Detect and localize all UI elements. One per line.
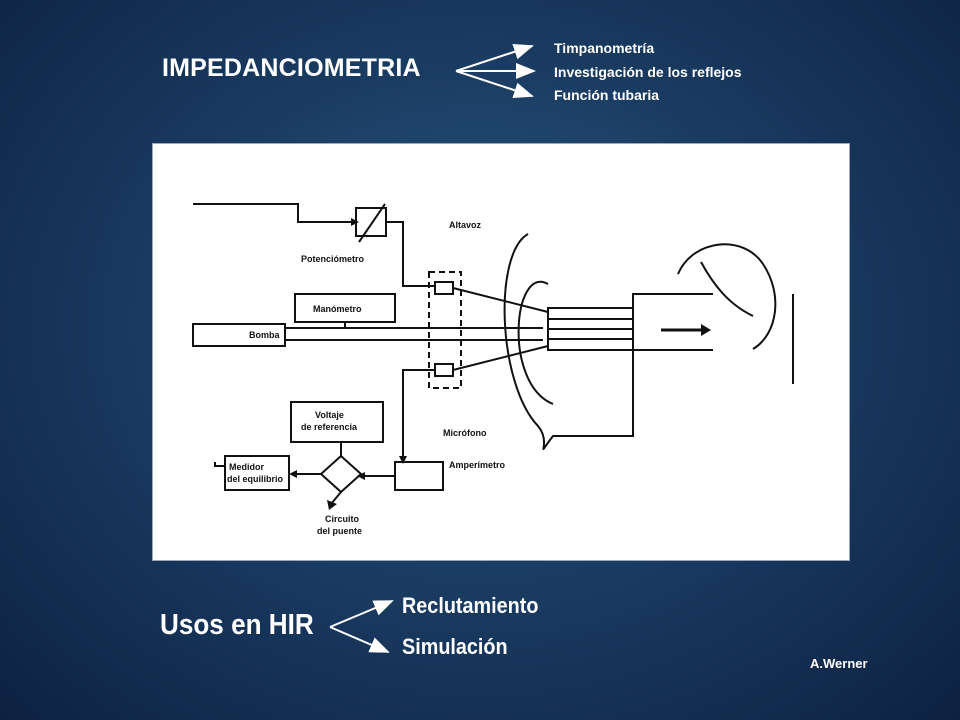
arrow-top-1 xyxy=(455,44,534,72)
wire-top xyxy=(193,203,351,223)
label-potenciometro: Potenciómetro xyxy=(301,254,365,264)
label-amperimetro: Amperímetro xyxy=(449,460,506,470)
label-medidor-line1: Medidor xyxy=(229,462,264,472)
ear-outline xyxy=(503,233,634,450)
voltaje-box xyxy=(290,401,384,443)
bomba-box xyxy=(192,323,286,347)
arrow-uses-1 xyxy=(329,600,394,628)
label-medidor-line2: del equilibrio xyxy=(227,474,284,484)
medidor-box xyxy=(224,455,290,491)
author-credit: A.Werner xyxy=(810,656,868,671)
label-altavoz: Altavoz xyxy=(449,220,482,230)
probe-box xyxy=(428,271,462,389)
comparator-diamond xyxy=(319,454,363,494)
amperimetro-box xyxy=(394,461,444,491)
potenciometro-arrow xyxy=(358,203,386,243)
label-voltaje-line2: de referencia xyxy=(301,422,358,432)
label-microfono: Micrófono xyxy=(443,428,487,438)
uses-heading: Usos en HIR xyxy=(160,609,314,641)
wire-mic-amp xyxy=(402,369,435,460)
impedance-diagram: Potenciómetro Altavoz Manómetro Bomba Vo… xyxy=(192,203,794,536)
heading-item-funcion-tubaria: Función tubaria xyxy=(554,87,659,103)
wire-pot-speaker xyxy=(386,221,435,287)
potenciometro-box xyxy=(355,207,387,237)
middle-ear xyxy=(677,243,777,350)
wire-mic-ear xyxy=(452,345,549,371)
label-circuito-line2: del puente xyxy=(317,526,362,536)
page-title: IMPEDANCIOMETRIA xyxy=(162,54,421,82)
heading-item-reflejos: Investigación de los reflejos xyxy=(554,64,742,80)
arrow-uses-2 xyxy=(329,626,390,653)
altavoz-probe xyxy=(434,281,454,295)
label-bomba: Bomba xyxy=(249,330,280,340)
label-circuito-line1: Circuito xyxy=(325,514,360,524)
microfono-probe xyxy=(434,363,454,377)
wire-speaker-ear xyxy=(452,287,549,313)
arrow-top-3 xyxy=(455,70,534,98)
heading-item-timpanometria: Timpanometría xyxy=(554,40,655,56)
use-item-reclutamiento: Reclutamiento xyxy=(402,593,539,618)
use-item-simulacion: Simulación xyxy=(402,634,508,659)
label-voltaje-line1: Voltaje xyxy=(315,410,344,420)
label-manometro: Manómetro xyxy=(313,304,362,314)
diagram-panel: Potenciómetro Altavoz Manómetro Bomba Vo… xyxy=(152,143,850,561)
